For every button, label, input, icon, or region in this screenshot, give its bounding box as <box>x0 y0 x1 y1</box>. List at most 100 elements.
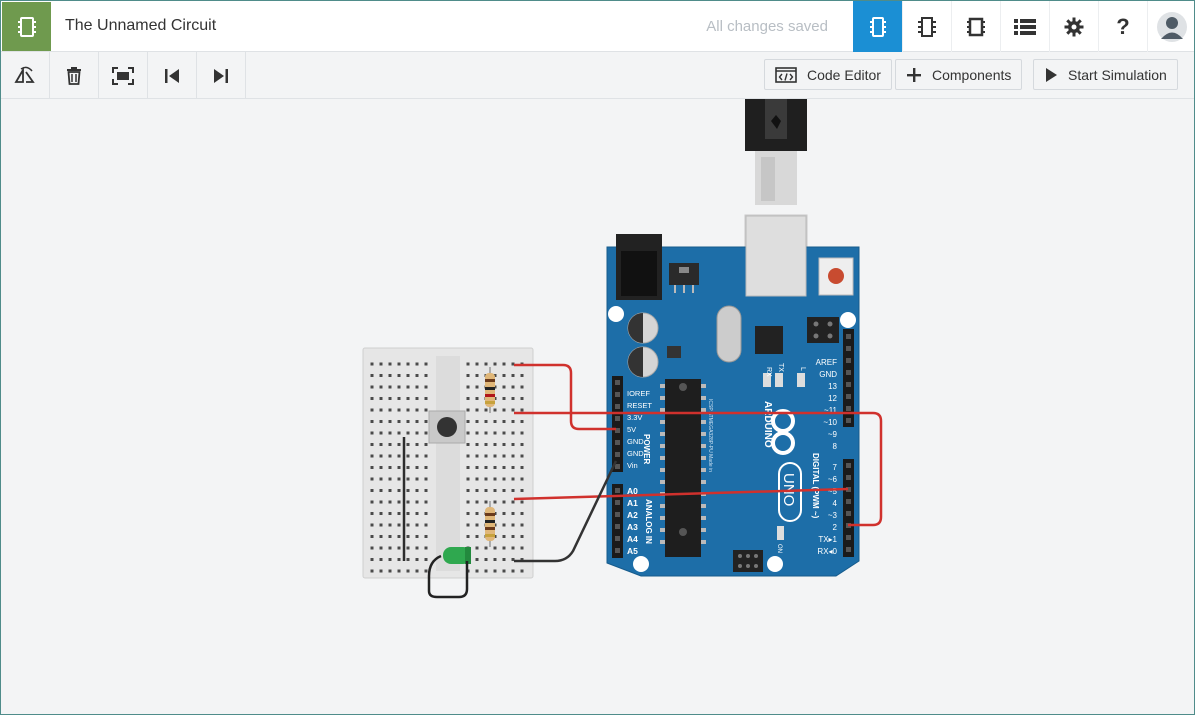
breadboard-hole[interactable] <box>502 374 506 377</box>
breadboard-hole[interactable] <box>520 477 524 481</box>
breadboard-hole[interactable] <box>502 569 506 573</box>
breadboard-hole[interactable] <box>466 362 470 366</box>
breadboard-hole[interactable] <box>406 558 410 561</box>
breadboard-hole[interactable] <box>424 420 428 423</box>
breadboard-hole[interactable] <box>388 443 392 446</box>
breadboard-hole[interactable] <box>370 569 374 573</box>
breadboard-hole[interactable] <box>415 454 419 458</box>
breadboard-hole[interactable] <box>466 397 470 400</box>
breadboard-hole[interactable] <box>370 420 374 423</box>
breadboard-hole[interactable] <box>502 385 506 389</box>
breadboard-hole[interactable] <box>415 558 419 561</box>
breadboard-hole[interactable] <box>466 523 470 527</box>
breadboard-hole[interactable] <box>370 454 374 458</box>
breadboard-hole[interactable] <box>370 523 374 527</box>
breadboard-hole[interactable] <box>370 466 374 469</box>
breadboard-hole[interactable] <box>397 558 401 561</box>
breadboard-hole[interactable] <box>475 431 479 435</box>
breadboard-hole[interactable] <box>466 454 470 458</box>
breadboard-hole[interactable] <box>415 489 419 492</box>
breadboard-hole[interactable] <box>502 558 506 561</box>
breadboard-hole[interactable] <box>379 466 383 469</box>
breadboard-hole[interactable] <box>388 500 392 504</box>
breadboard-hole[interactable] <box>397 512 401 515</box>
breadboard-hole[interactable] <box>370 443 374 446</box>
breadboard-hole[interactable] <box>388 489 392 492</box>
breadboard-hole[interactable] <box>502 362 506 366</box>
breadboard-hole[interactable] <box>406 500 410 504</box>
breadboard-hole[interactable] <box>424 431 428 435</box>
breadboard-hole[interactable] <box>484 546 488 550</box>
breadboard-hole[interactable] <box>493 408 497 412</box>
breadboard-hole[interactable] <box>484 454 488 458</box>
breadboard-hole[interactable] <box>466 466 470 469</box>
breadboard-hole[interactable] <box>475 397 479 400</box>
breadboard-hole[interactable] <box>388 466 392 469</box>
breadboard-hole[interactable] <box>475 466 479 469</box>
breadboard-hole[interactable] <box>406 489 410 492</box>
breadboard-hole[interactable] <box>502 431 506 435</box>
breadboard-hole[interactable] <box>424 385 428 389</box>
breadboard-hole[interactable] <box>379 443 383 446</box>
breadboard-hole[interactable] <box>415 408 419 412</box>
breadboard-hole[interactable] <box>511 420 515 423</box>
breadboard-hole[interactable] <box>397 362 401 366</box>
breadboard-hole[interactable] <box>484 489 488 492</box>
breadboard-hole[interactable] <box>388 397 392 400</box>
breadboard-hole[interactable] <box>379 397 383 400</box>
breadboard-hole[interactable] <box>493 558 497 561</box>
breadboard-hole[interactable] <box>424 397 428 400</box>
breadboard-hole[interactable] <box>388 477 392 481</box>
breadboard-hole[interactable] <box>424 454 428 458</box>
breadboard-hole[interactable] <box>397 385 401 389</box>
breadboard-hole[interactable] <box>379 535 383 538</box>
breadboard-hole[interactable] <box>397 569 401 573</box>
breadboard-hole[interactable] <box>397 489 401 492</box>
breadboard-hole[interactable] <box>370 500 374 504</box>
breadboard-hole[interactable] <box>520 397 524 400</box>
breadboard-hole[interactable] <box>466 385 470 389</box>
user-menu-button[interactable] <box>1147 1 1194 52</box>
breadboard-hole[interactable] <box>511 477 515 481</box>
breadboard-hole[interactable] <box>484 408 488 412</box>
breadboard-hole[interactable] <box>424 443 428 446</box>
breadboard-hole[interactable] <box>415 443 419 446</box>
breadboard-hole[interactable] <box>502 535 506 538</box>
breadboard-hole[interactable] <box>475 454 479 458</box>
breadboard-hole[interactable] <box>424 546 428 550</box>
breadboard-hole[interactable] <box>415 500 419 504</box>
breadboard-hole[interactable] <box>406 397 410 400</box>
breadboard-hole[interactable] <box>370 489 374 492</box>
breadboard-hole[interactable] <box>493 477 497 481</box>
breadboard-hole[interactable] <box>424 477 428 481</box>
breadboard-hole[interactable] <box>511 397 515 400</box>
breadboard-hole[interactable] <box>370 362 374 366</box>
breadboard-hole[interactable] <box>475 477 479 481</box>
breadboard-hole[interactable] <box>397 477 401 481</box>
breadboard-hole[interactable] <box>475 523 479 527</box>
breadboard-hole[interactable] <box>502 420 506 423</box>
breadboard-hole[interactable] <box>511 500 515 504</box>
breadboard-hole[interactable] <box>424 374 428 377</box>
delete-button[interactable] <box>50 52 99 99</box>
breadboard-hole[interactable] <box>520 535 524 538</box>
breadboard-hole[interactable] <box>406 512 410 515</box>
breadboard-hole[interactable] <box>511 558 515 561</box>
breadboard-hole[interactable] <box>502 408 506 412</box>
breadboard-hole[interactable] <box>493 489 497 492</box>
breadboard-hole[interactable] <box>424 558 428 561</box>
breadboard-hole[interactable] <box>520 443 524 446</box>
breadboard-hole[interactable] <box>406 454 410 458</box>
breadboard-hole[interactable] <box>406 431 410 435</box>
breadboard-hole[interactable] <box>379 374 383 377</box>
breadboard-hole[interactable] <box>484 466 488 469</box>
breadboard-hole[interactable] <box>475 408 479 412</box>
breadboard-hole[interactable] <box>466 477 470 481</box>
component-list-button[interactable] <box>1000 1 1049 52</box>
breadboard-hole[interactable] <box>406 466 410 469</box>
breadboard-hole[interactable] <box>493 374 497 377</box>
breadboard-hole[interactable] <box>406 385 410 389</box>
breadboard-hole[interactable] <box>466 374 470 377</box>
breadboard-hole[interactable] <box>484 362 488 366</box>
breadboard-hole[interactable] <box>502 477 506 481</box>
